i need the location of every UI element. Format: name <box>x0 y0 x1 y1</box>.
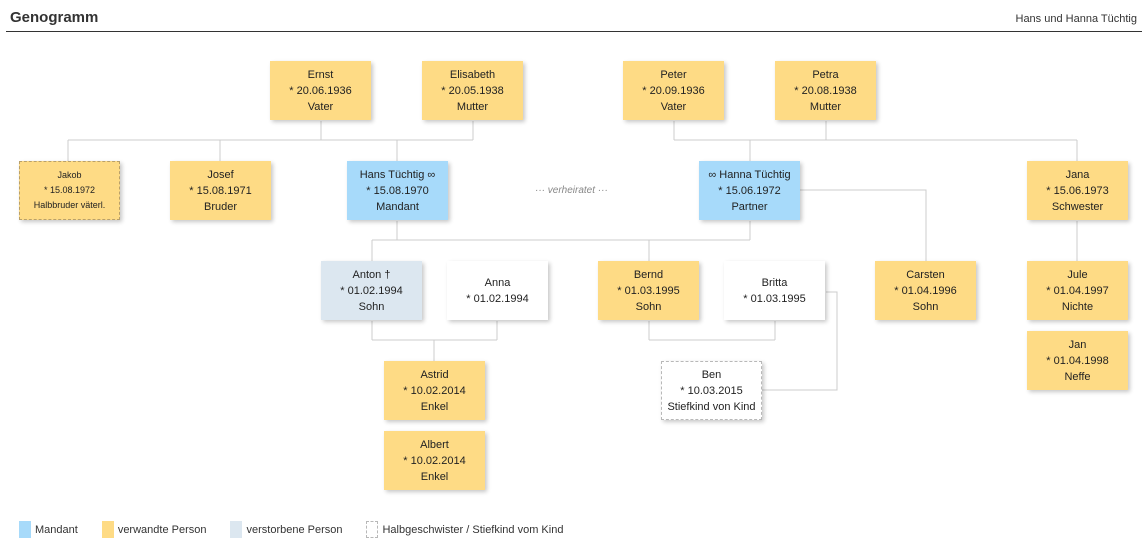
legend: Mandant verwandte Person verstorbene Per… <box>19 521 587 538</box>
legend-item-mandant: Mandant <box>19 521 78 538</box>
person-carsten[interactable]: Carsten * 01.04.1996 Sohn <box>875 261 976 320</box>
person-josef[interactable]: Josef * 15.08.1971 Bruder <box>170 161 271 220</box>
legend-item-deceased: verstorbene Person <box>230 521 342 538</box>
person-role: Sohn <box>635 300 662 313</box>
person-name: Carsten <box>906 268 945 281</box>
person-role: Vater <box>307 100 334 113</box>
person-birth: * 01.02.1994 <box>466 292 529 305</box>
person-hans[interactable]: Hans Tüchtig ∞ * 15.08.1970 Mandant <box>347 161 448 220</box>
person-ernst[interactable]: Ernst * 20.06.1936 Vater <box>270 61 371 120</box>
person-name: Jan <box>1068 338 1087 351</box>
marriage-label: ··· verheiratet ··· <box>535 185 608 196</box>
person-jana[interactable]: Jana * 15.06.1973 Schwester <box>1027 161 1128 220</box>
person-ben[interactable]: Ben * 10.03.2015 Stiefkind von Kind <box>661 361 762 420</box>
person-birth: * 20.08.1938 <box>794 84 857 97</box>
person-birth: * 15.08.1971 <box>189 184 252 197</box>
person-birth: * 15.08.1970 <box>366 184 429 197</box>
person-astrid[interactable]: Astrid * 10.02.2014 Enkel <box>384 361 485 420</box>
person-role: Neffe <box>1064 370 1091 383</box>
legend-label: Halbgeschwister / Stiefkind vom Kind <box>382 523 564 536</box>
header-divider <box>6 31 1142 32</box>
person-role: Vater <box>660 100 687 113</box>
person-jule[interactable]: Jule * 01.04.1997 Nichte <box>1027 261 1128 320</box>
line-anton-anna-children <box>371 321 498 361</box>
person-petra[interactable]: Petra * 20.08.1938 Mutter <box>775 61 876 120</box>
person-role: Mutter <box>809 100 842 113</box>
line-parents-hanna <box>673 121 1078 161</box>
person-name: Albert <box>420 438 449 451</box>
line-bernd-britta <box>648 321 776 341</box>
person-birth: * 20.05.1938 <box>441 84 504 97</box>
person-birth: * 20.09.1936 <box>642 84 705 97</box>
line-hanna-carsten <box>800 189 927 261</box>
person-role: Enkel <box>420 400 449 413</box>
person-birth: * 01.04.1996 <box>894 284 957 297</box>
person-role: Sohn <box>912 300 939 313</box>
person-bernd[interactable]: Bernd * 01.03.1995 Sohn <box>598 261 699 320</box>
person-birth: * 01.04.1998 <box>1046 354 1109 367</box>
person-name: Ernst <box>307 68 334 81</box>
legend-item-relative: verwandte Person <box>101 521 207 538</box>
person-elisabeth[interactable]: Elisabeth * 20.05.1938 Mutter <box>422 61 523 120</box>
person-birth: * 01.03.1995 <box>743 292 806 305</box>
person-birth: * 15.06.1972 <box>718 184 781 197</box>
legend-label: verwandte Person <box>117 523 207 536</box>
legend-label: verstorbene Person <box>246 523 343 536</box>
person-birth: * 01.04.1997 <box>1046 284 1109 297</box>
line-parents-hans <box>67 121 474 161</box>
person-role: Bruder <box>203 200 238 213</box>
person-birth: * 15.08.1972 <box>43 185 96 195</box>
person-name: Britta <box>761 276 788 289</box>
person-name: Peter <box>660 68 687 81</box>
client-names: Hans und Hanna Tüchtig <box>1015 13 1138 25</box>
person-name: ∞ Hanna Tüchtig <box>708 168 791 181</box>
person-name: Jana <box>1065 168 1090 181</box>
person-anna[interactable]: Anna * 01.02.1994 <box>447 261 548 320</box>
person-birth: * 01.02.1994 <box>340 284 403 297</box>
legend-swatch-mandant <box>19 521 31 538</box>
line-britta-ben <box>762 291 838 391</box>
person-britta[interactable]: Britta * 01.03.1995 <box>724 261 825 320</box>
person-birth: * 15.06.1973 <box>1046 184 1109 197</box>
person-name: Jule <box>1067 268 1088 281</box>
person-jakob[interactable]: Jakob * 15.08.1972 Halbbruder väterl. <box>19 161 120 220</box>
person-role: Mandant <box>376 200 419 213</box>
legend-item-dashed: Halbgeschwister / Stiefkind vom Kind <box>366 521 563 538</box>
person-role: Sohn <box>358 300 385 313</box>
person-name: Bernd <box>633 268 664 281</box>
person-jan[interactable]: Jan * 01.04.1998 Neffe <box>1027 331 1128 390</box>
person-birth: * 10.03.2015 <box>680 384 743 397</box>
person-role: Schwester <box>1051 200 1104 213</box>
person-name: Jakob <box>57 170 82 180</box>
person-peter[interactable]: Peter * 20.09.1936 Vater <box>623 61 724 120</box>
person-birth: * 01.03.1995 <box>617 284 680 297</box>
person-name: Anna <box>484 276 511 289</box>
person-birth: * 10.02.2014 <box>403 384 466 397</box>
person-role: Stiefkind von Kind <box>667 400 756 413</box>
person-name: Elisabeth <box>449 68 496 81</box>
person-role: Halbbruder väterl. <box>33 200 106 210</box>
person-name: Anton † <box>352 268 391 281</box>
person-name: Ben <box>701 368 722 381</box>
person-role: Partner <box>731 200 768 213</box>
page-title: Genogramm <box>10 9 99 26</box>
person-birth: * 20.06.1936 <box>289 84 352 97</box>
legend-swatch-relative <box>101 521 114 538</box>
person-name: Hans Tüchtig ∞ <box>359 168 436 181</box>
person-role: Nichte <box>1061 300 1094 313</box>
person-albert[interactable]: Albert * 10.02.2014 Enkel <box>384 431 485 490</box>
line-couple-children <box>371 221 751 261</box>
legend-label: Mandant <box>35 523 78 536</box>
person-role: Mutter <box>456 100 489 113</box>
person-role: Enkel <box>420 470 449 483</box>
person-birth: * 10.02.2014 <box>403 454 466 467</box>
person-name: Josef <box>207 168 234 181</box>
legend-swatch-deceased <box>230 521 243 538</box>
person-name: Petra <box>812 68 839 81</box>
person-name: Astrid <box>420 368 449 381</box>
person-hanna[interactable]: ∞ Hanna Tüchtig * 15.06.1972 Partner <box>699 161 800 220</box>
person-anton[interactable]: Anton † * 01.02.1994 Sohn <box>321 261 422 320</box>
legend-swatch-dashed <box>366 521 379 538</box>
